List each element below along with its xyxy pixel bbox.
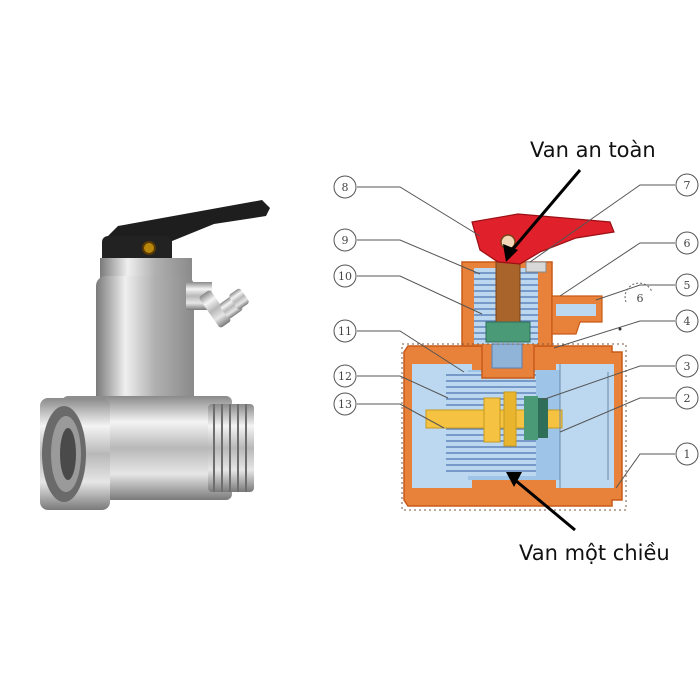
part-marker-4: 4 bbox=[675, 309, 699, 333]
svg-text:11: 11 bbox=[338, 325, 352, 338]
drain-outlet bbox=[551, 295, 603, 335]
part-marker-3: 3 bbox=[675, 354, 699, 378]
svg-text:6: 6 bbox=[637, 292, 644, 305]
svg-text:9: 9 bbox=[342, 234, 349, 247]
part-leader-lines bbox=[357, 184, 675, 489]
check-valve-callout: Van một chiều bbox=[506, 472, 670, 565]
part-marker-6: 6 bbox=[675, 231, 699, 255]
svg-text:1: 1 bbox=[684, 448, 691, 461]
relief-disc bbox=[485, 321, 531, 343]
part-marker-7: 7 bbox=[675, 173, 699, 197]
seal-ring bbox=[524, 396, 538, 440]
red-handle bbox=[471, 213, 615, 265]
part-number-markers: 8 9 10 11 12 13 7 6 bbox=[333, 173, 699, 466]
svg-text:4: 4 bbox=[684, 315, 691, 328]
svg-text:12: 12 bbox=[338, 370, 352, 383]
lever-rivet bbox=[142, 241, 156, 255]
svg-text:6: 6 bbox=[684, 237, 691, 250]
cutaway-diagram bbox=[401, 213, 627, 511]
part-marker-9: 9 bbox=[333, 228, 357, 252]
male-thread bbox=[208, 404, 254, 492]
safety-valve-label: Van an toàn bbox=[530, 138, 656, 162]
outlet-channel bbox=[556, 364, 614, 488]
part-marker-11: 11 bbox=[333, 319, 357, 343]
valve-body bbox=[96, 276, 194, 406]
part-marker-12: 12 bbox=[333, 364, 357, 388]
check-valve-label: Van một chiều bbox=[519, 541, 670, 565]
part-marker-13: 13 bbox=[333, 392, 357, 416]
valve-photo bbox=[40, 200, 270, 510]
svg-text:8: 8 bbox=[342, 181, 349, 194]
svg-text:13: 13 bbox=[338, 398, 352, 411]
svg-text:2: 2 bbox=[684, 392, 691, 405]
part-marker-2: 2 bbox=[675, 386, 699, 410]
svg-text:10: 10 bbox=[338, 270, 352, 283]
part-marker-1: 1 bbox=[675, 442, 699, 466]
part-marker-10: 10 bbox=[333, 264, 357, 288]
svg-text:3: 3 bbox=[684, 360, 691, 373]
part-marker-5: 5 bbox=[675, 273, 699, 297]
safety-valve-callout: Van an toàn bbox=[503, 138, 656, 262]
drain-nozzle bbox=[186, 282, 249, 328]
inner-part-mark: 6 bbox=[618, 282, 653, 331]
svg-text:7: 7 bbox=[684, 179, 691, 192]
part-marker-8: 8 bbox=[333, 175, 357, 199]
svg-text:5: 5 bbox=[684, 279, 691, 292]
